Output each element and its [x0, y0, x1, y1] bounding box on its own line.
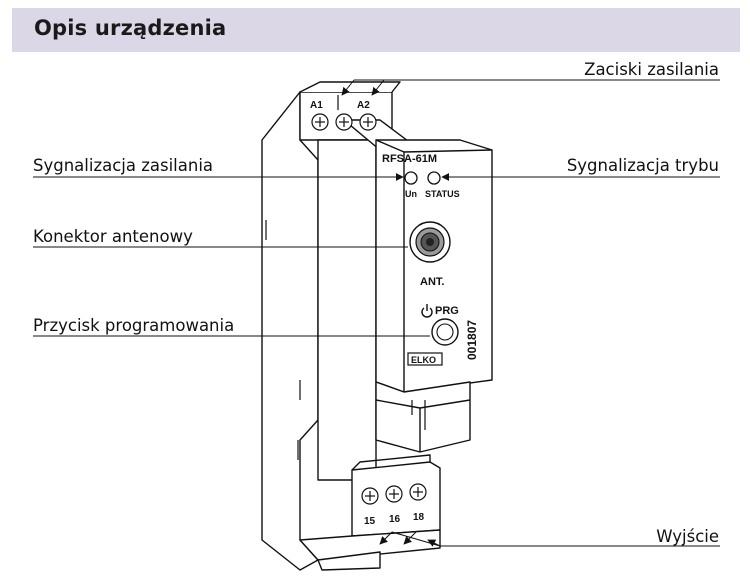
antenna-connector-icon — [409, 221, 451, 263]
section-title: Opis urządzenia — [34, 16, 227, 40]
callout-power-terminals: Zaciski zasilania — [584, 60, 719, 79]
terminal-15-label: 15 — [364, 516, 376, 527]
terminal-a1-label: A1 — [310, 100, 323, 111]
antenna-label: ANT. — [420, 276, 444, 288]
prg-label: PRG — [435, 305, 459, 317]
terminal-18-label: 18 — [413, 512, 425, 523]
led-un-icon — [404, 171, 418, 185]
callout-power-signal: Sygnalizacja zasilania — [33, 156, 214, 175]
section-header: Opis urządzenia — [12, 8, 740, 52]
din-body-side — [261, 91, 319, 571]
led-un-label: Un — [405, 189, 417, 199]
led-status-icon — [427, 171, 441, 185]
serial-label: 001807 — [465, 320, 479, 360]
terminal-16-label: 16 — [389, 514, 401, 525]
model-label: RFSA-61M — [382, 153, 437, 165]
callout-antenna-connector: Konektor antenowy — [33, 227, 193, 246]
terminal-a2-label: A2 — [357, 100, 370, 111]
led-status-label: STATUS — [425, 189, 460, 199]
program-button-icon — [431, 318, 459, 346]
callout-mode-signal: Sygnalizacja trybu — [566, 156, 719, 175]
callout-output: Wyjście — [656, 527, 719, 546]
brand-label: ELKO — [411, 355, 436, 365]
power-icon — [421, 304, 433, 318]
brand-logo — [407, 352, 443, 366]
callout-program-button: Przycisk programowania — [33, 316, 235, 335]
